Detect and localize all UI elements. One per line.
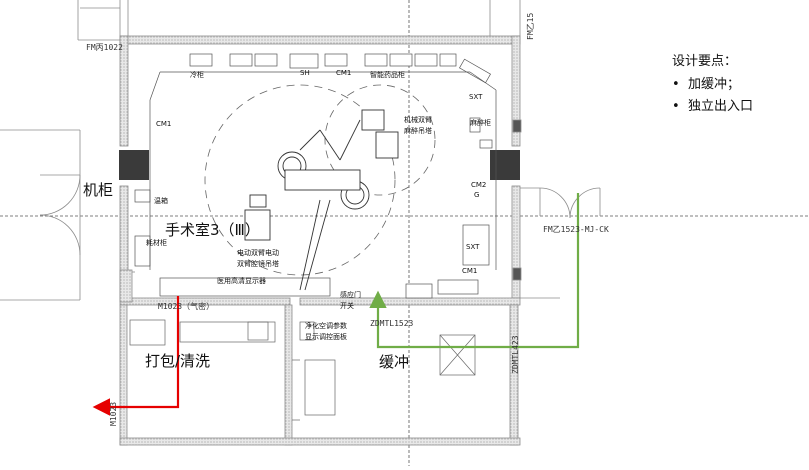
mech-arm-label-1: 机械双臂 xyxy=(404,116,432,124)
cm1-top-label: CM1 xyxy=(336,69,352,77)
design-note-item: •加缓冲； xyxy=(672,77,741,92)
left-right-equipment xyxy=(134,58,497,270)
top-equipment xyxy=(160,53,470,73)
design-notes-title: 设计要点： xyxy=(672,54,738,69)
mech-arm-label-2: 麻醉吊塔 xyxy=(404,127,432,135)
hd-display-label: 医用高清显示器 xyxy=(217,277,266,285)
right-doors xyxy=(520,187,601,299)
sh-label: SH xyxy=(300,69,310,77)
sensor-door-label-2: 开关 xyxy=(340,302,354,310)
left-corridor xyxy=(0,129,81,301)
code-zdmtl1523: ZDMTL1523 xyxy=(370,319,414,328)
cold-cabinet-label: 冷柜 xyxy=(190,71,204,79)
top-left-structure xyxy=(77,0,521,41)
dual-arm-label-1: 电动双臂电动 xyxy=(237,249,279,257)
cm2-label: CM2 xyxy=(471,181,487,189)
g-label: G xyxy=(474,191,480,199)
purify-panel-label-2: 显示调控面板 xyxy=(305,333,347,341)
lower-room-furniture xyxy=(129,319,476,421)
buffer-room-label: 缓冲 xyxy=(379,353,410,371)
cabinet-right xyxy=(490,150,520,180)
bottom-equipment xyxy=(159,277,479,299)
cabinet-left xyxy=(119,150,149,180)
purify-panel-label-1: 净化空调参数 xyxy=(305,322,347,330)
sensor-door-label-1: 感应门 xyxy=(340,291,361,299)
operating-room-label: 手术室3（Ⅲ） xyxy=(165,221,260,239)
cm1-right-label: CM1 xyxy=(462,267,478,275)
inner-doors xyxy=(119,119,522,303)
dual-arm-label-2: 双臂腔镜吊塔 xyxy=(237,260,279,268)
design-note-item: •独立出入口 xyxy=(672,99,754,114)
code-m1023: M1023 xyxy=(109,401,118,426)
design-notes-list: •加缓冲； •独立出入口 xyxy=(672,73,753,114)
code-m1023-airtight: M1023（气密） xyxy=(158,302,215,311)
sxt-top-label: SXT xyxy=(469,93,483,101)
entry-path-arrow xyxy=(369,193,580,349)
sxt-right-label: SXT xyxy=(466,243,480,251)
code-zdmtl423: ZDMTL423 xyxy=(511,335,520,374)
consumables-cabinet-label: 耗材柜 xyxy=(146,239,167,247)
cabinet-room-label: 机柜 xyxy=(83,181,114,199)
pendant-sweep xyxy=(204,84,436,276)
anesthesia-cabinet-label: 麻醉柜 xyxy=(470,119,491,127)
exit-path-arrow xyxy=(92,296,180,416)
code-fm-yi15: FM乙15 xyxy=(526,12,535,40)
outer-walls xyxy=(119,35,521,446)
warmer-label: 温箱 xyxy=(154,197,168,205)
code-fm-bing: FM丙1022 xyxy=(86,43,123,52)
surgical-lights xyxy=(244,109,399,291)
cm1-left-label: CM1 xyxy=(156,120,172,128)
design-notes: 设计要点： •加缓冲； •独立出入口 xyxy=(672,50,753,114)
code-fm-mj: FM乙1523-MJ-CK xyxy=(543,225,609,234)
smart-drug-cabinet-label: 智能药品柜 xyxy=(370,71,405,79)
pack-clean-room-label: 打包/清洗 xyxy=(145,352,211,370)
